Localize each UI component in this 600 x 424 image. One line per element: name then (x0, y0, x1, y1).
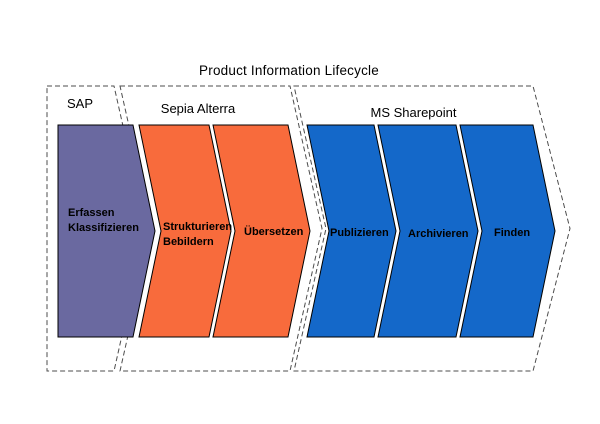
stage-label-erfassen-klassifizieren: Erfassen Klassifizieren (68, 206, 139, 236)
stage-label-line: Strukturieren (163, 221, 233, 233)
stage-label-line: Bebildern (163, 236, 214, 248)
stage-label-finden: Finden (494, 227, 531, 239)
stage-label-publizieren: Publizieren (330, 227, 389, 239)
stage-shape-finden (459, 124, 556, 338)
stage-shape-uebersetzen (212, 124, 311, 338)
stage-label-line: Klassifizieren (68, 222, 139, 234)
stage-shape-publizieren (306, 124, 397, 338)
stage-shape-archivieren (377, 124, 479, 338)
container-label-sepia-alterra: Sepia Alterra (160, 101, 236, 116)
container-label-ms-sharepoint: MS Sharepoint (370, 105, 457, 120)
stage-shape-erfassen-klassifizieren (57, 124, 156, 338)
diagram-title: Product Information Lifecycle (199, 63, 379, 78)
stage-shape-strukturieren-bebildern (138, 124, 232, 338)
stage-label-uebersetzen: Übersetzen (244, 226, 304, 238)
stage-label-line: Erfassen (68, 207, 115, 219)
stage-label-archivieren: Archivieren (408, 228, 469, 240)
container-label-sap: SAP (66, 96, 93, 111)
stage-label-strukturieren-bebildern: Strukturieren Bebildern (163, 220, 232, 250)
